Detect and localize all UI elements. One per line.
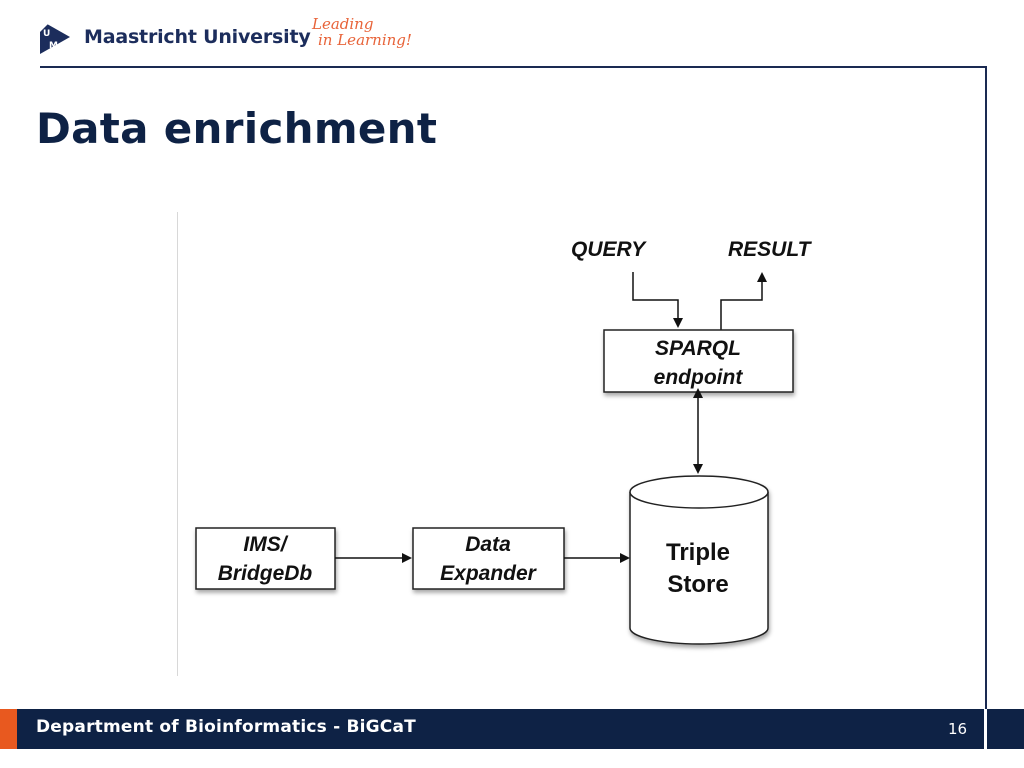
ims-label-line1: IMS/ [243, 533, 288, 556]
data-expander-box: Data Expander [412, 527, 565, 590]
university-tagline: Leading in Learning! [308, 16, 418, 48]
page-number: 16 [948, 720, 968, 738]
data-flow-diagram: QUERY RESULT SPARQL endpoint Triple Stor… [195, 238, 813, 645]
sparql-endpoint-box: SPARQL endpoint [603, 329, 794, 393]
sparql-label-line2: endpoint [654, 366, 744, 389]
sparql-label-line1: SPARQL [655, 337, 741, 360]
footer-bar: Department of Bioinformatics - BiGCaT 16 [0, 709, 1024, 749]
query-arrow [632, 272, 683, 328]
header-divider [40, 66, 986, 68]
university-name: Maastricht University [84, 26, 311, 48]
expander-label-line2: Expander [440, 562, 538, 585]
footer-accent [0, 709, 17, 749]
tagline-line-1: Leading [312, 15, 374, 33]
triple-store-cylinder [629, 475, 769, 645]
expander-label-line1: Data [465, 533, 511, 556]
um-logo-icon: U M [40, 20, 70, 54]
footer-separator [984, 709, 987, 749]
svg-text:M: M [49, 41, 58, 51]
triple-store-label-line2: Store [667, 571, 728, 598]
ims-bridgedb-box: IMS/ BridgeDb [195, 527, 336, 590]
triple-store-label-line1: Triple [666, 539, 730, 566]
right-border [985, 66, 987, 748]
department-label: Department of Bioinformatics - BiGCaT [36, 717, 416, 737]
query-label: QUERY [571, 238, 647, 261]
ims-label-line2: BridgeDb [218, 562, 313, 585]
svg-text:U: U [43, 29, 50, 39]
slide-title: Data enrichment [36, 104, 438, 153]
diagram-left-divider [177, 212, 178, 676]
tagline-line-2: in Learning! [318, 31, 412, 49]
result-arrow [720, 272, 767, 330]
result-label: RESULT [728, 238, 813, 261]
